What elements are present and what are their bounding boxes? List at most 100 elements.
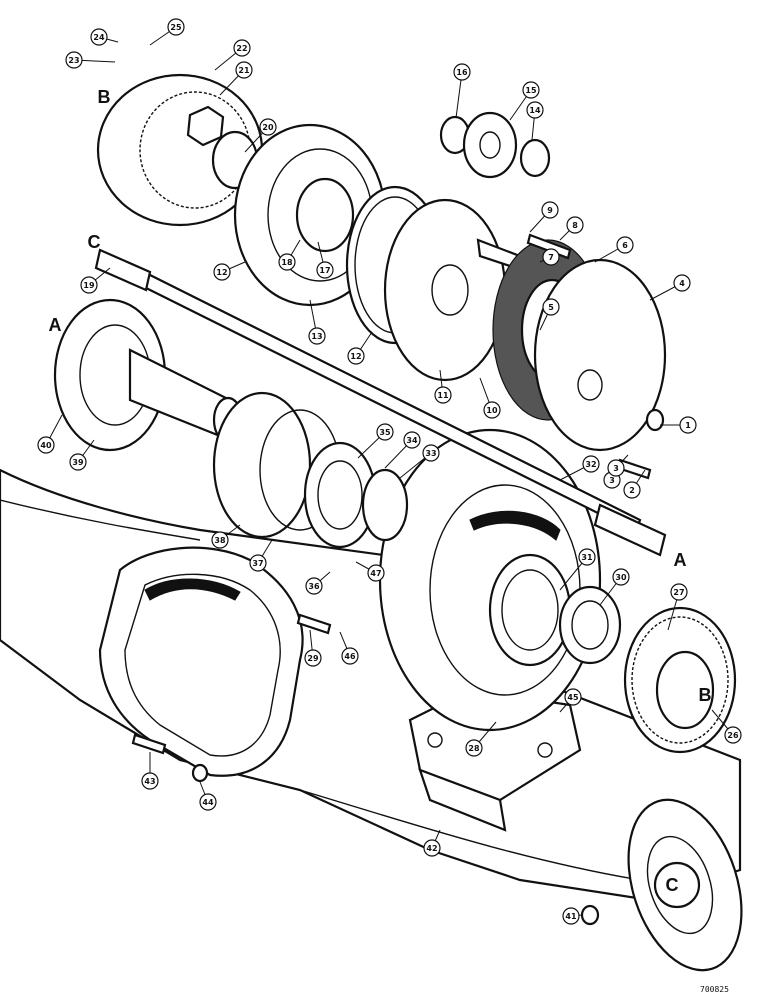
callout-bubble bbox=[483, 401, 501, 419]
callout-number: 40 bbox=[40, 441, 52, 450]
callout-part-14: 14 bbox=[526, 101, 544, 119]
callout-number: 24 bbox=[93, 33, 105, 42]
callout-bubble bbox=[403, 431, 421, 449]
callout-part-27: 27 bbox=[670, 583, 688, 601]
callout-bubble bbox=[578, 548, 596, 566]
callout-bubble bbox=[453, 63, 471, 81]
callout-part-11: 11 bbox=[434, 386, 452, 404]
callout-bubble bbox=[259, 118, 277, 136]
callout-bubble bbox=[213, 263, 231, 281]
callout-bubble bbox=[347, 347, 365, 365]
callout-bubble bbox=[376, 423, 394, 441]
callout-bubble bbox=[249, 554, 267, 572]
callout-bubble bbox=[278, 253, 296, 271]
callout-part-43: 43 bbox=[141, 772, 159, 790]
callout-number: 5 bbox=[548, 303, 554, 312]
label-b-gear: B bbox=[699, 685, 712, 705]
callout-part-32: 32 bbox=[582, 455, 600, 473]
callout-part-28: 28 bbox=[465, 739, 483, 757]
hub-flange-c bbox=[627, 798, 743, 972]
callout-part-5: 5 bbox=[542, 298, 560, 316]
bearing-and-gear bbox=[558, 585, 737, 754]
callout-bubble bbox=[465, 739, 483, 757]
callout-bubble bbox=[423, 839, 441, 857]
callout-bubble bbox=[724, 726, 742, 744]
callout-number: 41 bbox=[565, 912, 577, 921]
callout-bubble bbox=[90, 28, 108, 46]
callout-number: 33 bbox=[425, 449, 436, 458]
callout-number: 8 bbox=[572, 221, 578, 230]
axle-flange-a bbox=[53, 298, 244, 452]
callout-number: 1 bbox=[685, 421, 691, 430]
axle-housing bbox=[0, 468, 742, 902]
callout-number: 2 bbox=[629, 486, 635, 495]
callout-bubble bbox=[422, 444, 440, 462]
axle-shaft bbox=[94, 248, 667, 557]
callout-number: 4 bbox=[679, 279, 685, 288]
callout-part-39: 39 bbox=[69, 453, 87, 471]
callout-part-36: 36 bbox=[305, 577, 323, 595]
callout-number: 39 bbox=[72, 458, 84, 467]
callout-number: 18 bbox=[281, 258, 293, 267]
callout-number: 34 bbox=[406, 436, 418, 445]
callout-number: 7 bbox=[548, 253, 554, 262]
callout-part-1: 1 bbox=[679, 416, 697, 434]
callout-number: 42 bbox=[426, 844, 437, 853]
callout-number: 46 bbox=[344, 652, 356, 661]
callout-part-38: 38 bbox=[211, 531, 229, 549]
callout-part-35: 35 bbox=[376, 423, 394, 441]
label-a-flange: A bbox=[49, 315, 62, 335]
callout-number: 12 bbox=[216, 268, 227, 277]
callout-bubble bbox=[582, 455, 600, 473]
callout-part-17: 17 bbox=[316, 261, 334, 279]
callout-number: 14 bbox=[529, 106, 541, 115]
part-callouts: 1233456789101112121314151617181920212223… bbox=[37, 18, 742, 925]
callout-number: 20 bbox=[262, 123, 274, 132]
label-a-shaft-end: A bbox=[674, 550, 687, 570]
callout-bubble bbox=[542, 298, 560, 316]
callout-number: 16 bbox=[456, 68, 468, 77]
callout-number: 43 bbox=[144, 777, 155, 786]
callout-bubble bbox=[316, 261, 334, 279]
callout-bubble bbox=[167, 18, 185, 36]
callout-part-26: 26 bbox=[724, 726, 742, 744]
callout-number: 12 bbox=[350, 352, 361, 361]
callout-part-3: 3 bbox=[607, 459, 625, 477]
callout-bubble bbox=[616, 236, 634, 254]
callout-part-20: 20 bbox=[259, 118, 277, 136]
callout-number: 36 bbox=[308, 582, 320, 591]
callout-part-10: 10 bbox=[483, 401, 501, 419]
callout-part-45: 45 bbox=[564, 688, 582, 706]
wheel-hub-housing bbox=[378, 428, 602, 732]
cover-plate bbox=[533, 258, 667, 452]
callout-number: 29 bbox=[307, 654, 319, 663]
callout-number: 23 bbox=[68, 56, 79, 65]
callout-number: 19 bbox=[83, 281, 95, 290]
callout-bubble bbox=[308, 327, 326, 345]
callout-bubble bbox=[542, 248, 560, 266]
callout-bubble bbox=[564, 688, 582, 706]
callout-part-41: 41 bbox=[562, 907, 580, 925]
callout-number: 3 bbox=[613, 464, 619, 473]
callout-number: 6 bbox=[622, 241, 628, 250]
callout-part-13: 13 bbox=[308, 327, 326, 345]
callout-part-44: 44 bbox=[199, 793, 217, 811]
callout-bubble bbox=[37, 436, 55, 454]
callout-number: 45 bbox=[567, 693, 579, 702]
callout-number: 3 bbox=[609, 476, 615, 485]
callout-part-42: 42 bbox=[423, 839, 441, 857]
callout-part-25: 25 bbox=[167, 18, 185, 36]
callout-part-23: 23 bbox=[65, 51, 83, 69]
callout-bubble bbox=[434, 386, 452, 404]
callout-number: 11 bbox=[437, 391, 449, 400]
callout-bubble bbox=[562, 907, 580, 925]
label-c-hub: C bbox=[666, 875, 679, 895]
callout-bubble bbox=[566, 216, 584, 234]
callout-number: 31 bbox=[581, 553, 593, 562]
callout-part-21: 21 bbox=[235, 61, 253, 79]
callout-part-34: 34 bbox=[403, 431, 421, 449]
callout-part-4: 4 bbox=[673, 274, 691, 292]
callout-bubble bbox=[679, 416, 697, 434]
